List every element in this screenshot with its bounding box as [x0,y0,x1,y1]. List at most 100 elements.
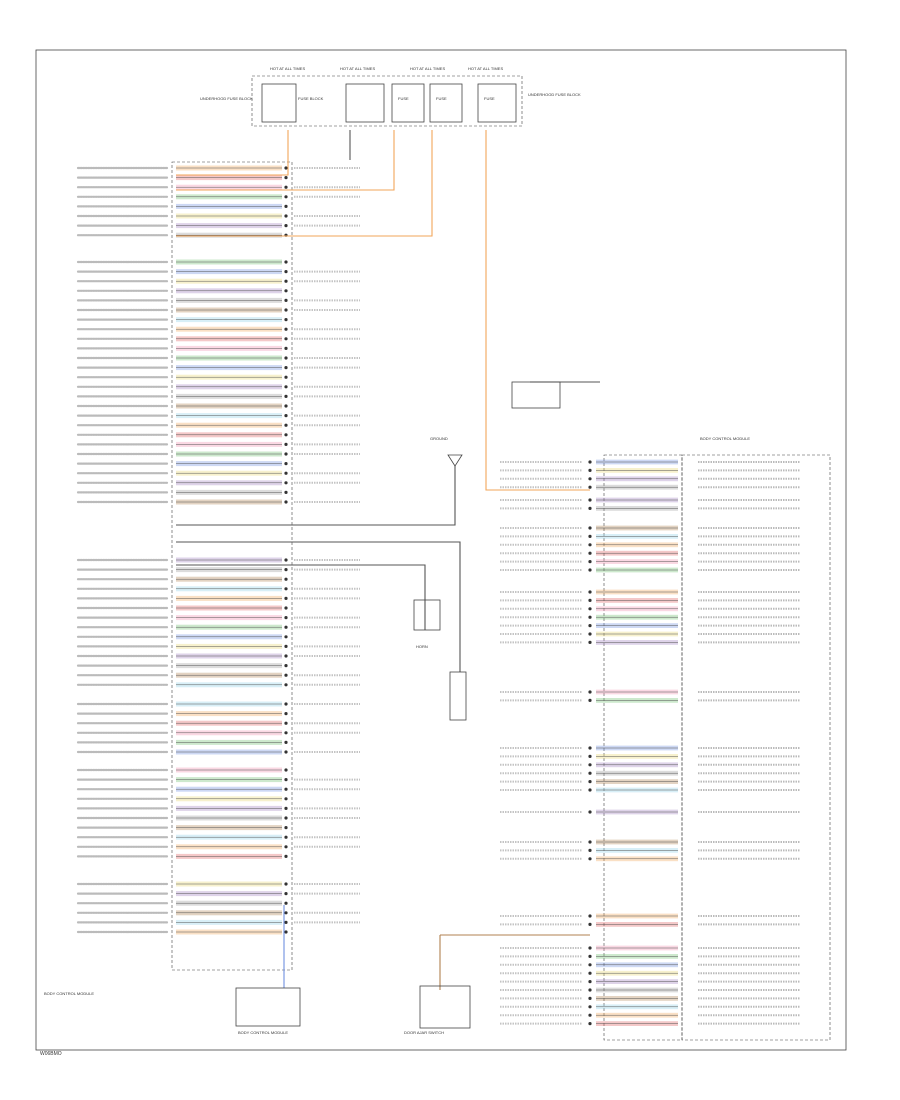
left-row [76,786,360,792]
left-row [76,232,288,238]
right-row [500,1012,800,1018]
left-row [76,576,288,582]
right-row [500,987,800,993]
left-row [76,393,360,399]
top-module-label-2: FUSE BLOCK [298,96,324,101]
fuse-module-3 [391,83,425,123]
right-module-outer [681,454,831,1041]
right-row [500,922,800,927]
left-row [76,470,360,476]
left-row [76,165,360,171]
left-row [76,929,288,935]
right-connector-rows [500,459,800,1026]
left-row [76,844,360,850]
left-row [76,672,360,678]
left-row [76,881,360,887]
lower-mid-box [419,985,471,1029]
right-row [500,606,800,612]
left-row [76,653,360,659]
right-row [500,542,800,548]
right-row [500,589,800,595]
horn-box [413,599,441,631]
right-module-note: BODY CONTROL MODULE [700,436,750,441]
left-row [76,567,360,573]
right-row [500,1021,800,1026]
left-row [76,175,288,181]
top-module-label-1: UNDERHOOD FUSE BLOCK [200,96,253,101]
left-row [76,853,288,859]
left-row [76,355,360,361]
left-row [76,643,360,649]
wire [176,466,456,526]
lower-mid-switch: DOOR AJAR SWITCH [404,985,471,1035]
left-row [76,595,360,601]
ground-symbol [447,454,463,467]
right-row [500,598,800,603]
left-row [76,767,288,773]
left-row [76,891,360,897]
left-row [76,213,360,219]
horn-component: HORN [413,599,441,649]
left-row [76,297,360,303]
left-row [76,441,360,447]
right-row [500,698,800,703]
right-row [500,567,800,573]
left-row [76,663,288,669]
top-relay-label-3: HOT AT ALL TIMES [410,66,445,71]
right-row [500,459,800,465]
right-row [500,809,800,815]
left-row [76,422,360,428]
fuse-block-outer [251,75,523,127]
right-row [500,913,800,919]
left-row [76,634,288,640]
left-row [76,326,360,332]
ground-component: GROUND [430,436,463,467]
right-row [500,534,800,539]
lower-left-label: BODY CONTROL MODULE [238,1030,288,1035]
right-row [500,970,800,976]
top-relay-label-4: HOT AT ALL TIMES [468,66,503,71]
right-row [500,623,800,628]
fuse-module-5 [477,83,517,123]
wire [176,130,395,191]
left-row [76,749,360,755]
right-row [500,839,800,845]
relay-switch [449,381,561,721]
sensor-box [511,381,561,409]
left-row [76,825,288,831]
right-row [500,476,800,482]
left-row [76,365,360,371]
top-fuse-area: HOT AT ALL TIMES HOT AT ALL TIMES HOT AT… [200,66,581,127]
right-row [500,506,800,511]
left-row [76,278,360,284]
top-right-note: UNDERHOOD FUSE BLOCK [528,92,581,97]
right-row [500,754,800,759]
right-row [500,559,800,564]
left-row [76,269,360,275]
left-row [76,624,360,630]
diagram-frame [35,49,847,1051]
top-relay-label-1: HOT AT ALL TIMES [270,66,305,71]
left-row [76,374,288,380]
lower-left-module: BODY CONTROL MODULE [235,987,301,1035]
right-row [500,787,800,793]
left-row [76,834,360,840]
left-row [76,489,288,495]
lower-mid-label: DOOR AJAR SWITCH [404,1030,444,1035]
wire [485,130,590,491]
left-row [76,805,360,811]
top-module-label-3: FUSE [398,96,409,101]
horn-label: HORN [416,644,428,649]
wire [176,564,426,630]
left-row [76,586,360,592]
fuse-module-4 [429,83,463,123]
left-row [76,223,360,229]
left-row [76,605,288,611]
left-row [76,413,360,419]
right-row [500,525,800,531]
left-row [76,203,288,209]
fuse-module-1 [261,83,297,123]
routing-wires [176,130,600,990]
left-row [76,194,360,200]
